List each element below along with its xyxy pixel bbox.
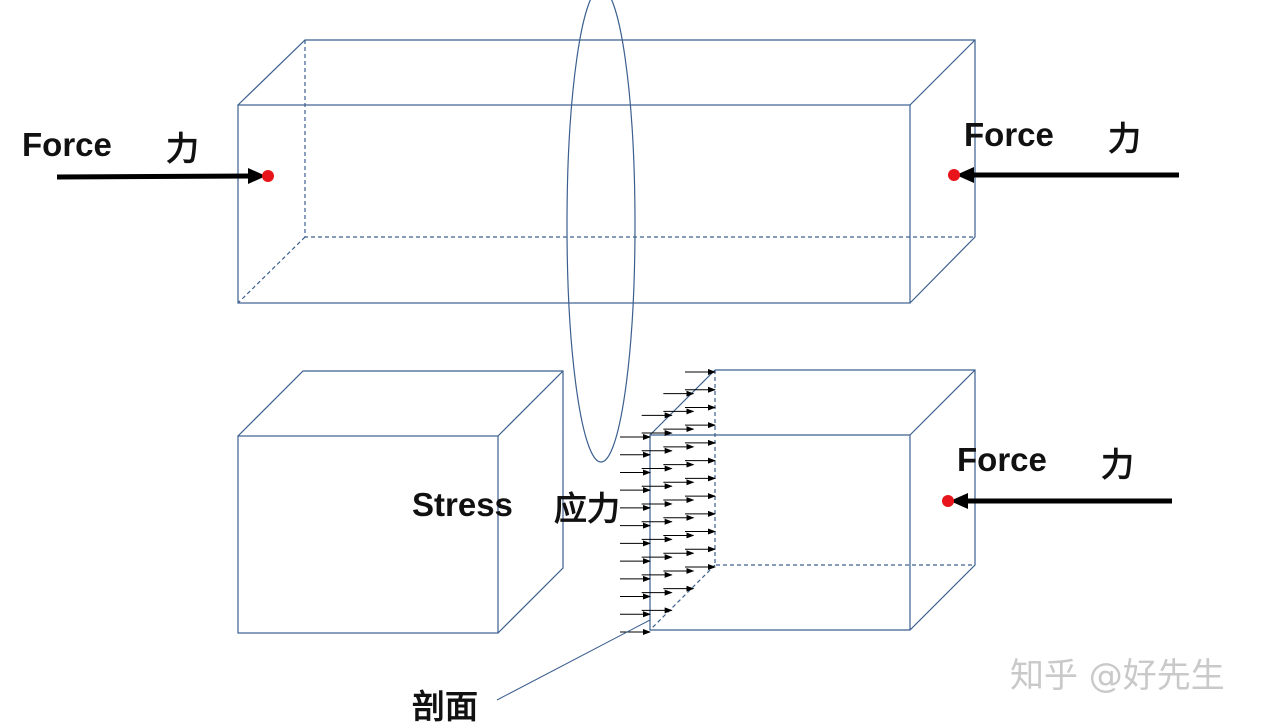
bottom-left-cube-front-face <box>237 435 499 634</box>
force-label-left-cn: 力 <box>166 129 199 168</box>
section-label: 剖面 <box>412 687 478 726</box>
top-right-force-arrow <box>956 167 1179 183</box>
cutting-plane-ellipse <box>566 0 636 463</box>
force-label-right-top-en: Force <box>964 116 1054 153</box>
bottom-left-cube <box>237 370 564 634</box>
bottom-right-box-visible-edges <box>649 369 976 631</box>
bottom-right-box <box>649 369 976 631</box>
top-bar-front-face <box>237 104 911 304</box>
bottom-right-force-arrow <box>950 493 1172 509</box>
top-bar-box <box>237 39 976 304</box>
stress-label-cn: 应力 <box>554 489 620 528</box>
force-label-right-bottom-en: Force <box>957 441 1047 478</box>
force-label-right-bottom-cn: 力 <box>1101 445 1134 484</box>
bottom-right-box-hidden-edges <box>649 370 975 631</box>
top-left-application-point <box>262 170 274 182</box>
bottom-right-application-point <box>942 495 954 507</box>
top-right-application-point <box>948 169 960 181</box>
bottom-left-cube-edges <box>237 370 564 634</box>
section-leader-line <box>496 619 651 701</box>
stress-label-en: Stress <box>412 486 513 523</box>
top-bar-visible-edges <box>237 39 976 304</box>
watermark: 知乎 @好先生 <box>1010 656 1225 696</box>
force-label-right-top-cn: 力 <box>1108 119 1141 158</box>
force-label-left-en: Force <box>22 126 112 163</box>
top-bar-hidden-edges <box>237 40 975 304</box>
stress-arrow-field <box>620 369 716 635</box>
top-left-force-arrow <box>56 168 266 184</box>
